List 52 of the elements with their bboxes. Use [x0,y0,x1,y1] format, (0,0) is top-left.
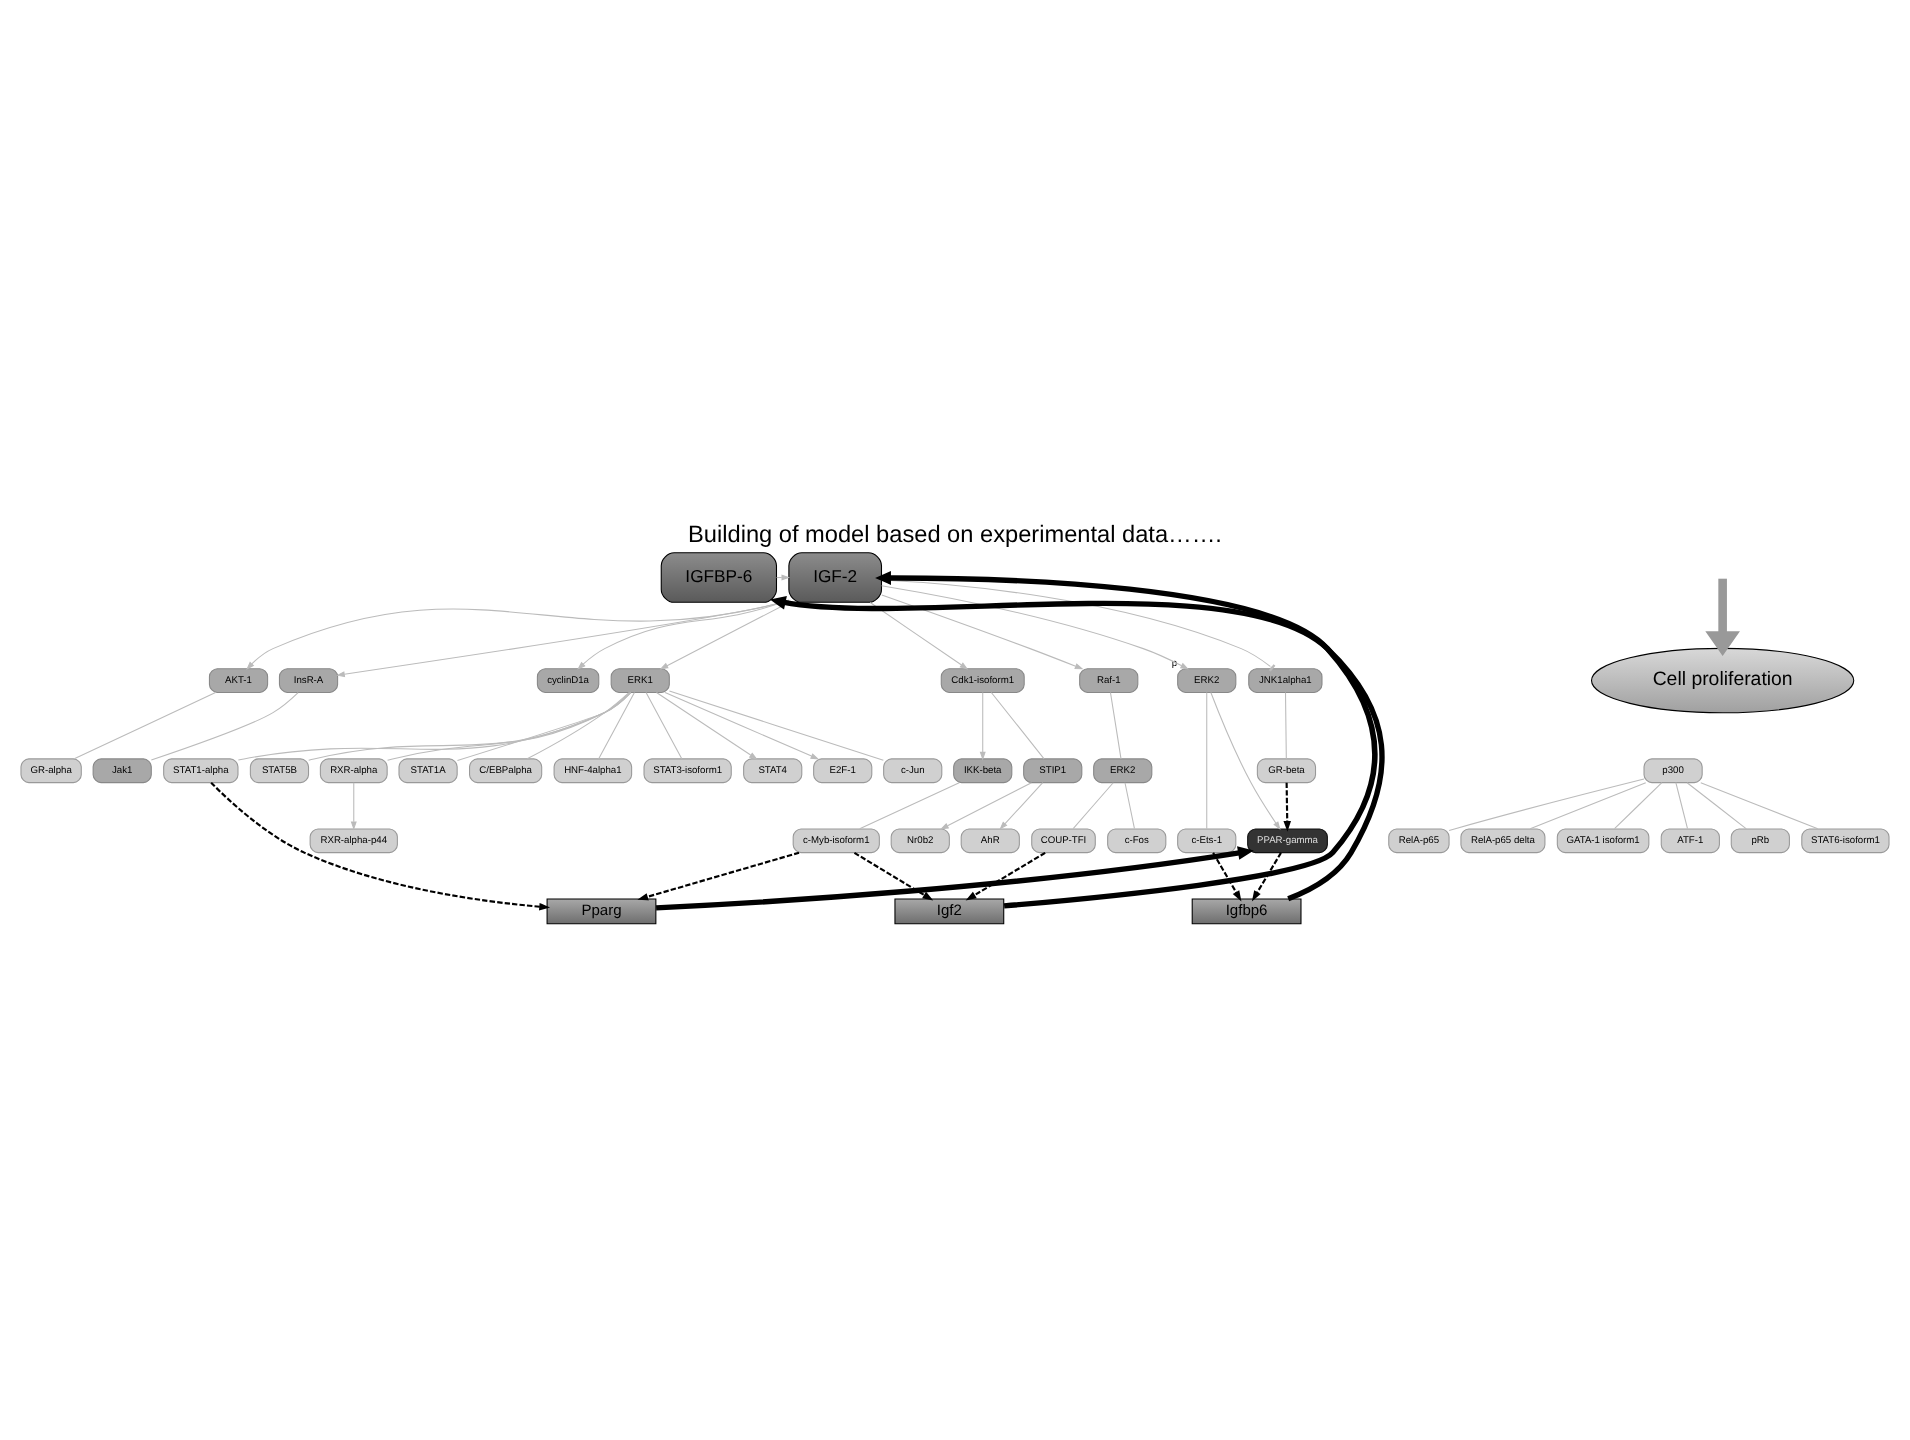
connector [668,689,884,760]
connector [1700,781,1819,829]
arrow [965,850,1046,900]
arrow [875,570,1378,908]
arrow [1212,851,1242,901]
connector [237,691,632,760]
connector [1529,781,1647,829]
arrow [853,850,934,900]
arrow [210,780,551,910]
arrow [577,598,790,669]
arrow [655,690,758,759]
connector [1124,781,1135,829]
connector [1614,781,1663,829]
arrow [881,584,1189,669]
arrow [881,593,1084,669]
connector [150,691,299,760]
node-box: IGFBP-6 [660,551,778,602]
diagram-title: Building of model based on experimental data……. [688,518,1222,547]
connector [598,690,635,759]
arrow [1251,851,1282,901]
node-box: IGF-2 [788,551,883,602]
connector [1675,781,1689,829]
connector [1109,690,1122,759]
arrow [664,690,820,759]
arrow [656,845,1254,910]
arrow [999,781,1044,829]
connector [456,691,631,761]
arrow [246,598,790,669]
connector [526,691,630,759]
connector [1072,781,1114,829]
connector [387,691,631,760]
connector [1448,777,1645,830]
connector [990,690,1045,759]
arrow [336,598,790,677]
connector [859,781,960,829]
connector [1206,691,1208,829]
arrow [637,850,800,900]
arrow [769,594,1385,901]
connector [1686,781,1747,829]
connector [308,691,632,760]
arrow [1705,577,1740,655]
connector [645,690,683,759]
arrow [1283,781,1291,831]
arrow [1210,691,1281,829]
connector [1284,690,1287,759]
connector [73,690,217,759]
connector [881,578,1276,671]
node-ellipse: Cell proliferation [1591,646,1855,713]
arrow [979,690,986,760]
arrow [869,601,969,669]
arrow [940,781,1032,829]
arrow [350,781,357,830]
